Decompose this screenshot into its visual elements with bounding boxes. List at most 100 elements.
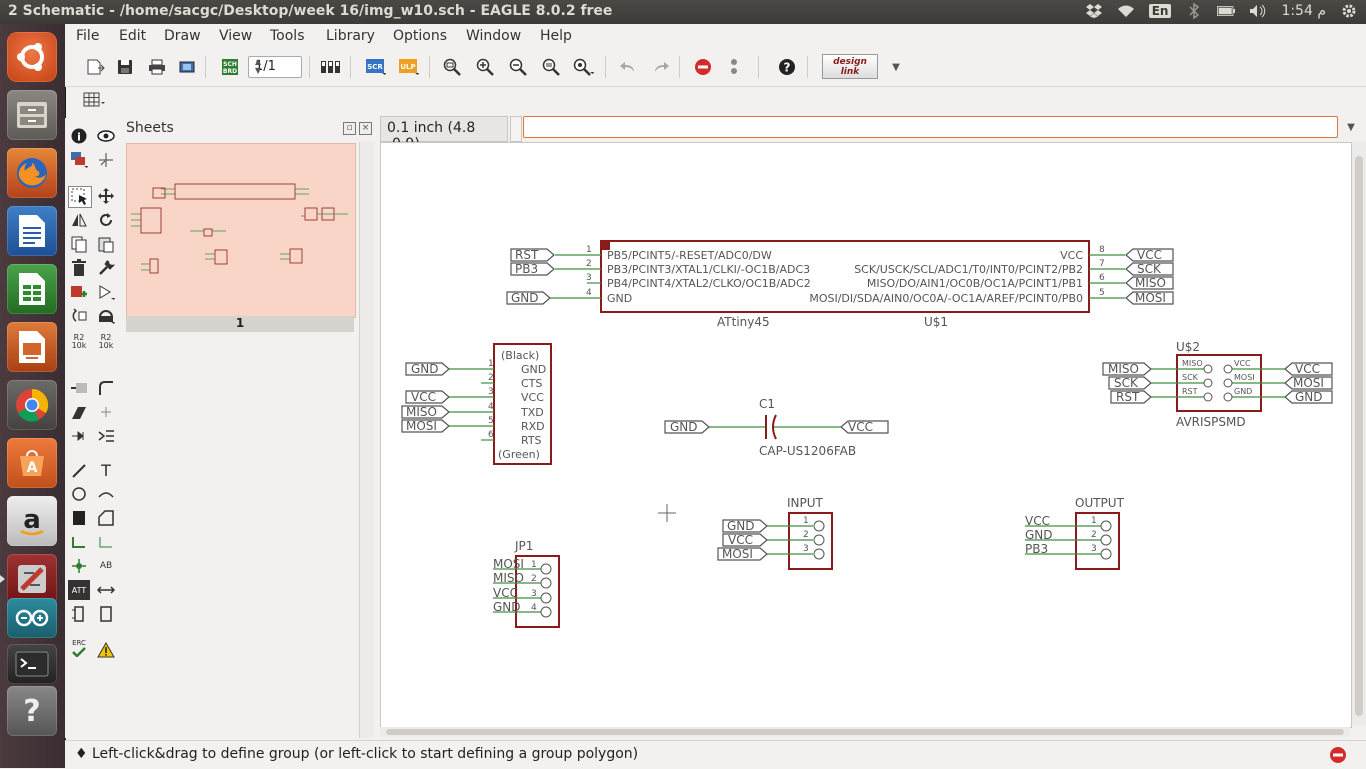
zoom-out-icon[interactable] [507,57,529,77]
chevron-down-icon[interactable]: ▼ [892,61,900,73]
label-ab-icon[interactable]: AB [95,556,117,576]
show-eye-icon[interactable] [95,126,117,146]
optimize-icon[interactable] [95,402,117,422]
clock[interactable]: 1:54 م [1281,3,1326,19]
sheets-scrollbar[interactable] [359,142,374,738]
replace-icon[interactable] [68,306,90,326]
display-layers-icon[interactable] [68,150,90,170]
vertical-scroll-thumb[interactable] [1355,156,1363,716]
mark-icon[interactable] [95,150,117,170]
menu-help[interactable]: Help [540,28,572,44]
warning-icon[interactable] [95,640,117,660]
menu-draw[interactable]: Draw [164,28,201,44]
sheet-number[interactable]: 1 [126,316,354,332]
part-output[interactable]: 1 2 3 OUTPUT VCC GND PB3 [1025,496,1125,570]
keyboard-layout-indicator[interactable]: En [1148,4,1172,18]
menu-view[interactable]: View [219,28,253,44]
command-history-dropdown-icon[interactable]: ▼ [1347,122,1355,133]
part-input[interactable]: 1 2 3 INPUT GND VCC MOSI [717,496,833,570]
menu-options[interactable]: Options [393,28,448,44]
split-icon[interactable] [68,402,90,422]
battery-icon[interactable] [1217,2,1236,20]
help-icon[interactable]: ? [7,686,57,736]
part-jp1[interactable]: 1 2 3 4 JP1 MOSI MISO VCC GND [493,539,560,628]
ulp-icon[interactable]: ULP [398,57,420,77]
invoke-icon[interactable] [68,426,90,446]
menu-edit[interactable]: Edit [119,28,147,44]
move-icon[interactable] [95,186,117,206]
zoom-fit-icon[interactable] [441,57,463,77]
net-icon[interactable] [68,532,90,552]
erc-button[interactable]: ERC [68,638,90,658]
bus-split-icon[interactable] [95,426,117,446]
cam-processor-icon[interactable] [176,57,198,77]
float-panel-icon[interactable]: ▫ [343,122,356,135]
arc-icon[interactable] [95,484,117,504]
firefox-icon[interactable] [7,148,57,198]
info-icon[interactable]: i [68,126,90,146]
libreoffice-impress-icon[interactable] [7,322,57,372]
stop-icon[interactable] [1327,745,1349,765]
copy-icon[interactable] [68,234,90,254]
sheet-thumbnail[interactable] [126,143,356,318]
zoom-select-icon[interactable] [573,57,595,77]
close-panel-icon[interactable]: × [359,122,372,135]
spinner-arrows-icon[interactable]: ▲▼ [255,57,262,75]
wire-line-icon[interactable] [68,460,90,480]
u1-net-labels[interactable]: RST PB3 GND VCC SCK MISO MOSI [506,248,1174,305]
arduino-icon[interactable] [7,598,57,638]
mirror-icon[interactable] [68,210,90,230]
polygon-icon[interactable] [95,508,117,528]
command-line-input[interactable] [523,116,1338,138]
canvas-vertical-scrollbar[interactable] [1352,142,1366,726]
part-u1[interactable]: PB5/PCINT5/-RESET/ADC0/DW PB3/PCINT3/XTA… [541,240,1125,329]
redo-icon[interactable] [650,57,672,77]
horizontal-scroll-thumb[interactable] [386,729,1344,735]
open-icon[interactable] [85,57,107,77]
libreoffice-writer-icon[interactable] [7,206,57,256]
eagle-icon[interactable] [0,554,57,604]
pinswap-icon[interactable] [95,282,117,302]
power-gear-icon[interactable] [1340,2,1358,20]
gateswap-icon[interactable] [95,306,117,326]
save-icon[interactable] [114,57,136,77]
sheets-layout-icon[interactable] [320,57,342,77]
script-scr-icon[interactable]: SCR [365,57,387,77]
menu-library[interactable]: Library [326,28,375,44]
add-part-icon[interactable] [68,282,90,302]
zoom-in-icon[interactable] [474,57,496,77]
group-select-icon[interactable] [68,186,92,208]
designlink-button[interactable]: design link [822,54,878,79]
ubuntu-dash-icon[interactable] [7,32,57,82]
sheet-select[interactable]: 1/1 ▲▼ [248,56,302,78]
zoom-redraw-icon[interactable] [540,57,562,77]
bus-icon[interactable] [95,532,117,552]
dimension-icon[interactable] [95,580,117,600]
smash-icon[interactable] [68,378,90,398]
text-tool-icon[interactable]: T [101,460,111,480]
amazon-icon[interactable]: a [7,496,57,546]
print-icon[interactable] [146,57,168,77]
dropbox-icon[interactable] [1085,2,1103,20]
canvas-horizontal-scrollbar[interactable] [380,727,1350,737]
go-icon[interactable] [723,57,745,77]
wrench-icon[interactable] [95,258,117,278]
chrome-icon[interactable] [7,380,57,430]
schematic-canvas[interactable]: PB5/PCINT5/-RESET/ADC0/DW PB3/PCINT3/XTA… [380,142,1352,728]
rotate-icon[interactable] [95,210,117,230]
part-ftdi[interactable]: (Black) GND CTS VCC TXD RXD RTS (Green) … [401,343,552,465]
undo-icon[interactable] [617,57,639,77]
menu-window[interactable]: Window [466,28,522,44]
volume-icon[interactable] [1249,2,1267,20]
frame-icon[interactable] [68,604,90,624]
grid-icon[interactable] [83,90,105,110]
part-c1[interactable]: C1 CAP-US1206FAB GND VCC [664,397,889,458]
bluetooth-icon[interactable] [1185,2,1203,20]
rectangle-icon[interactable] [68,508,90,528]
terminal-icon[interactable] [7,644,57,684]
wifi-icon[interactable] [1117,2,1135,20]
modules-icon[interactable] [95,604,117,624]
miter-icon[interactable] [95,378,117,398]
name-r2-label[interactable]: R2 10k [71,333,87,350]
